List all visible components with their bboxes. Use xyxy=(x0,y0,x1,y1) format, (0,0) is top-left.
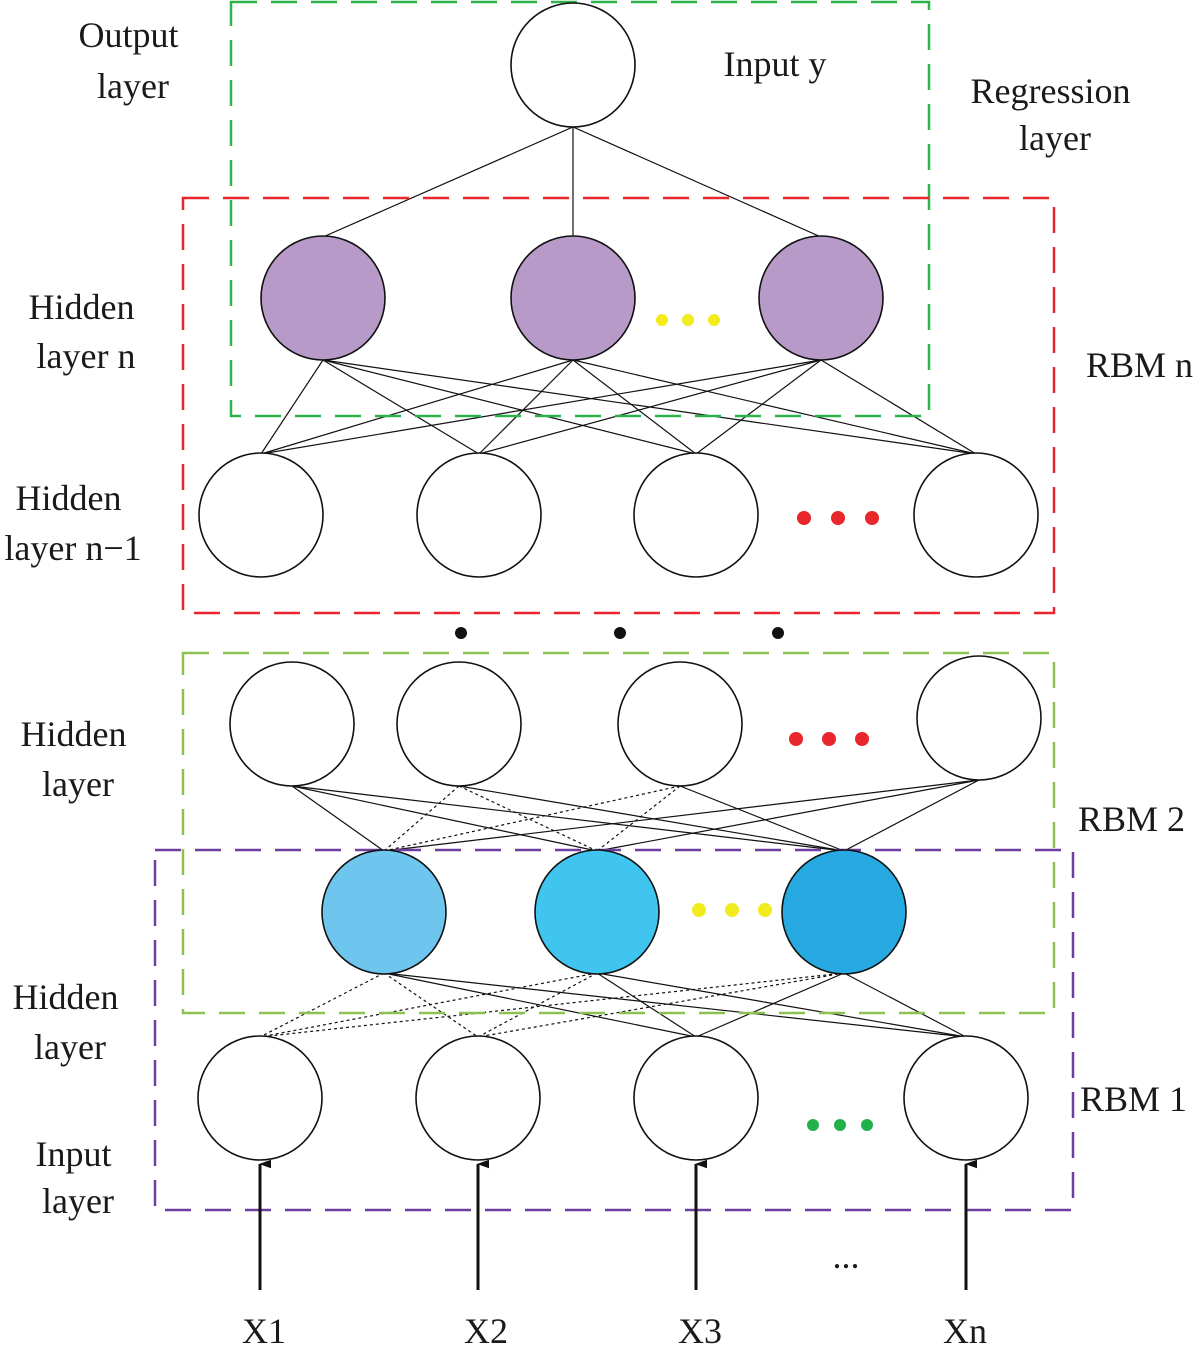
input-layer-label: Input layer xyxy=(36,1134,121,1221)
input-label-xn: Xn xyxy=(943,1311,987,1351)
rbm2-hidden-layer-nodes xyxy=(229,655,1042,787)
rbm-1-label: RBM 1 xyxy=(1080,1079,1187,1119)
regression-layer-box xyxy=(229,0,931,418)
hidden-layer-n-minus-1-nodes xyxy=(198,452,1039,578)
rbm-2-box xyxy=(181,651,1056,1015)
rbm1-hidden-layer-nodes xyxy=(321,849,907,975)
input-label-x1: X1 xyxy=(242,1311,286,1351)
rbm2-hidden-ellipsis-dots xyxy=(789,732,869,746)
edges-hidden-n-to-hidden-n-minus-1 xyxy=(260,359,977,455)
input-node-2 xyxy=(415,1035,541,1161)
regression-layer-label: Regression layer xyxy=(971,71,1140,158)
edges-rbm2-hidden-to-rbm1-hidden xyxy=(291,779,980,852)
rbm2-hidden-node-2 xyxy=(396,661,522,787)
hidden-n-minus-1-node-4 xyxy=(913,452,1039,578)
hidden-layer-n-nodes xyxy=(260,235,884,361)
rbm1-hidden-node-3 xyxy=(781,849,907,975)
rbm2-hidden-node-3 xyxy=(617,661,743,787)
hidden-n-ellipsis-dots xyxy=(656,314,720,326)
input-node-1 xyxy=(197,1035,323,1161)
edges-output-to-hidden-n xyxy=(322,126,822,238)
input-arrows xyxy=(258,1164,966,1290)
input-node-4 xyxy=(903,1035,1029,1161)
input-node-3 xyxy=(633,1035,759,1161)
rbm1-hidden-ellipsis-dots xyxy=(692,903,772,917)
hidden-layer-n-minus-1-label: Hidden layer n−1 xyxy=(4,478,141,568)
input-ellipsis-label: ... xyxy=(833,1236,860,1276)
hidden-n-minus-1-node-2 xyxy=(416,452,542,578)
stack-continuation-dots xyxy=(455,627,784,639)
input-layer-ellipsis-dots xyxy=(807,1119,873,1131)
output-node xyxy=(510,2,636,128)
hidden-n-node-3 xyxy=(758,235,884,361)
rbm2-hidden-node-4 xyxy=(916,655,1042,781)
input-layer-nodes xyxy=(197,1035,1029,1161)
hidden-n-minus-1-ellipsis-dots xyxy=(797,511,879,525)
rbm1-hidden-node-1 xyxy=(321,849,447,975)
input-y-label: Input y xyxy=(724,44,827,84)
rbm1-hidden-node-2 xyxy=(534,849,660,975)
hidden-n-minus-1-node-3 xyxy=(633,452,759,578)
rbm-n-box xyxy=(181,196,1056,615)
rbm-2-label: RBM 2 xyxy=(1078,799,1185,839)
rbm2-hidden-layer-label: Hidden layer xyxy=(21,714,136,804)
rbm1-hidden-layer-label: Hidden layer xyxy=(13,977,128,1067)
rbm2-hidden-node-1 xyxy=(229,661,355,787)
edges-rbm1-hidden-to-input xyxy=(259,972,967,1038)
rbm-n-label: RBM n xyxy=(1086,345,1193,385)
rbm-1-box xyxy=(153,848,1075,1212)
hidden-n-node-2 xyxy=(510,235,636,361)
input-label-x2: X2 xyxy=(464,1311,508,1351)
hidden-layer-n-label: Hidden layer n xyxy=(29,287,144,376)
hidden-n-node-1 xyxy=(260,235,386,361)
input-label-x3: X3 xyxy=(678,1311,722,1351)
output-layer-label: Output layer xyxy=(78,15,187,106)
hidden-n-minus-1-node-1 xyxy=(198,452,324,578)
